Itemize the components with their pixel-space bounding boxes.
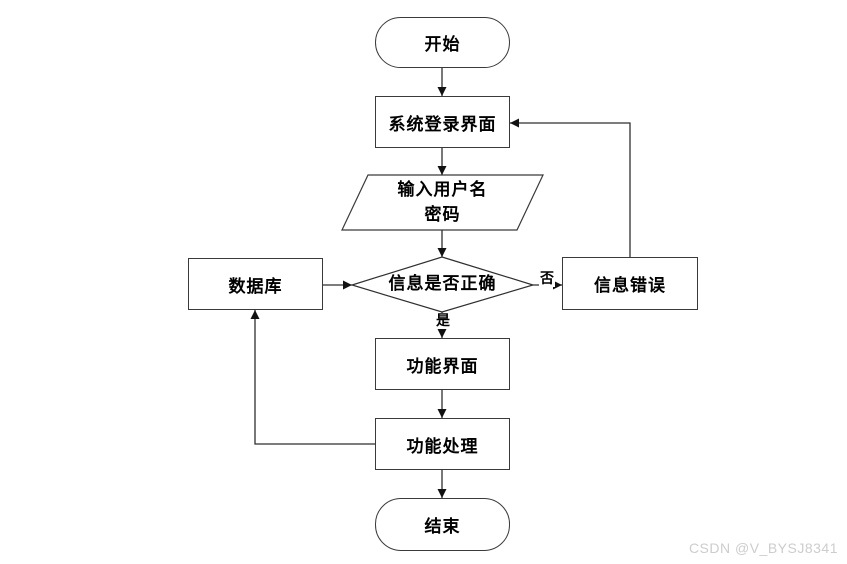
node-error-label: 信息错误: [594, 276, 666, 296]
node-login: 系统登录界面: [375, 96, 510, 148]
node-input-line2: 密码: [424, 204, 461, 225]
node-func-proc-label: 功能处理: [406, 436, 479, 457]
edge-funcproc-database-loop: [250, 310, 375, 445]
io-parallelogram-shape: [341, 174, 544, 231]
node-input-line1: 输入用户名: [397, 179, 488, 200]
node-error: 信息错误: [562, 257, 698, 310]
node-func-ui: 功能界面: [375, 338, 510, 390]
node-end-label: 结束: [424, 517, 461, 537]
node-database-label: 数据库: [228, 276, 283, 297]
node-end: 结束: [375, 498, 510, 551]
watermark-text: CSDN @V_BYSJ8341: [688, 540, 838, 556]
node-start: 开始: [375, 17, 510, 68]
node-database: 数据库: [188, 258, 323, 310]
node-decision-label: 信息是否正确: [388, 274, 497, 295]
node-input: 输入用户名 密码: [342, 175, 543, 230]
node-func-ui-label: 功能界面: [406, 356, 479, 377]
node-login-label: 系统登录界面: [388, 114, 497, 135]
node-decision: 信息是否正确: [352, 257, 533, 312]
edge-label-no: 否: [539, 271, 555, 288]
node-func-proc: 功能处理: [375, 418, 510, 470]
node-start-label: 开始: [424, 35, 461, 55]
edge-error-login-loop: [510, 118, 631, 257]
edge-label-yes: 是: [435, 313, 451, 330]
